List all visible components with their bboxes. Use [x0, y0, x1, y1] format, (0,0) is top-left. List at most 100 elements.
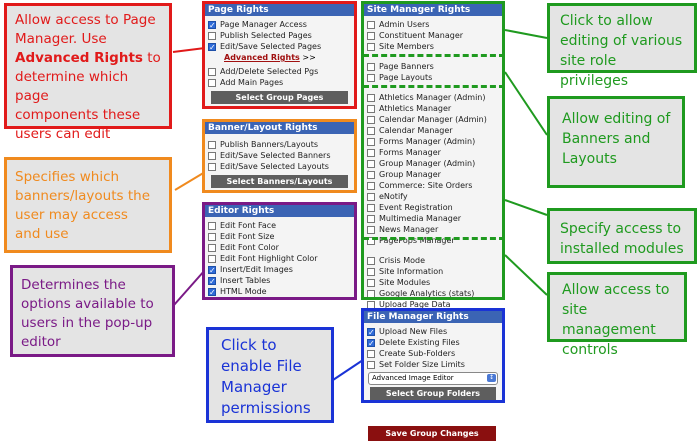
image-editor-select[interactable]: Advanced Image Editor↕: [368, 372, 498, 385]
checkbox-row[interactable]: Multimedia Manager: [364, 213, 502, 224]
checkbox-row[interactable]: Constituent Manager: [364, 30, 502, 41]
checkbox-row[interactable]: Publish Selected Pages: [205, 30, 354, 41]
select-group-folders-button[interactable]: Select Group Folders: [370, 387, 496, 400]
checkbox[interactable]: [208, 151, 216, 160]
checkbox-checked[interactable]: [367, 338, 375, 349]
checkbox[interactable]: [367, 42, 375, 51]
checkbox[interactable]: [208, 78, 216, 87]
checkbox[interactable]: [367, 104, 375, 113]
checkbox-row[interactable]: Group Manager (Admin): [364, 158, 502, 169]
select-group-pages-button[interactable]: Select Group Pages: [211, 91, 348, 104]
callout-bold-text: Advanced Rights: [15, 50, 143, 66]
checkbox[interactable]: [208, 243, 216, 252]
checkbox-row[interactable]: Edit Font Size: [205, 231, 354, 242]
checkbox-checked[interactable]: [208, 276, 216, 287]
checkbox[interactable]: [367, 62, 375, 71]
checkbox[interactable]: [208, 67, 216, 76]
checkbox[interactable]: [367, 225, 375, 234]
checkbox-row[interactable]: Publish Banners/Layouts: [205, 139, 354, 150]
checkbox-label: Insert/Edit Images: [220, 265, 293, 274]
callout-editor: Determines the options available to user…: [10, 265, 175, 357]
callout-text: controls: [562, 342, 618, 358]
checkbox-row[interactable]: Delete Existing Files: [364, 337, 502, 349]
checkbox-row[interactable]: Athletics Manager: [364, 103, 502, 114]
checkbox-row[interactable]: News Manager: [364, 224, 502, 235]
checkbox-checked[interactable]: [367, 327, 375, 338]
checkbox-row[interactable]: Calendar Manager: [364, 125, 502, 136]
checkbox-label: Admin Users: [379, 20, 430, 29]
checkbox-row[interactable]: Edit Font Color: [205, 242, 354, 253]
checkbox-row[interactable]: Edit/Save Selected Layouts: [205, 161, 354, 172]
site-manager-highlight: [361, 1, 505, 300]
checkbox[interactable]: [367, 278, 375, 287]
checkbox-row[interactable]: Add Main Pages: [205, 77, 354, 88]
checkbox-row[interactable]: Site Modules: [364, 277, 502, 288]
checkbox-row[interactable]: Page Layouts: [364, 72, 502, 83]
checkbox-checked[interactable]: [208, 265, 216, 276]
checkbox-row[interactable]: Admin Users: [364, 19, 502, 30]
checkbox[interactable]: [367, 20, 375, 29]
checkbox-row[interactable]: Add/Delete Selected Pgs: [205, 66, 354, 77]
checkbox-checked[interactable]: [208, 42, 216, 53]
checkbox[interactable]: [367, 181, 375, 190]
checkbox-row[interactable]: Edit/Save Selected Banners: [205, 150, 354, 161]
checkbox[interactable]: [367, 148, 375, 157]
checkbox-row[interactable]: Insert/Edit Images: [205, 264, 354, 276]
checkbox-label: Publish Banners/Layouts: [220, 140, 319, 149]
checkbox[interactable]: [367, 214, 375, 223]
checkbox-row[interactable]: eNotify: [364, 191, 502, 202]
checkbox-row[interactable]: Set Folder Size Limits: [364, 359, 502, 370]
checkbox[interactable]: [367, 159, 375, 168]
checkbox-row[interactable]: Group Manager: [364, 169, 502, 180]
checkbox-label: Site Information: [379, 267, 444, 276]
checkbox[interactable]: [367, 203, 375, 212]
callout-text: users in the pop-up: [21, 315, 153, 331]
checkbox-row[interactable]: Crisis Mode: [364, 255, 502, 266]
checkbox[interactable]: [208, 162, 216, 171]
checkbox-row[interactable]: Page Banners: [364, 61, 502, 72]
checkbox[interactable]: [208, 31, 216, 40]
checkbox-row[interactable]: Create Sub-Folders: [364, 348, 502, 359]
save-group-changes-button[interactable]: Save Group Changes: [368, 426, 496, 441]
checkbox[interactable]: [208, 221, 216, 230]
checkbox-row[interactable]: Site Members: [364, 41, 502, 52]
checkbox-label: Add Main Pages: [220, 78, 284, 87]
callout-text: components these: [15, 107, 141, 123]
checkbox[interactable]: [367, 349, 375, 358]
checkbox-row[interactable]: HTML Mode: [205, 286, 354, 298]
checkbox[interactable]: [367, 31, 375, 40]
checkbox[interactable]: [208, 140, 216, 149]
checkbox-row[interactable]: Edit Font Highlight Color: [205, 253, 354, 264]
checkbox[interactable]: [367, 126, 375, 135]
checkbox-row[interactable]: Commerce: Site Orders: [364, 180, 502, 191]
checkbox-row[interactable]: Insert Tables: [205, 275, 354, 287]
checkbox-checked[interactable]: [208, 20, 216, 31]
checkbox[interactable]: [208, 232, 216, 241]
advanced-rights-link[interactable]: Advanced Rights: [224, 53, 300, 62]
checkbox-checked[interactable]: [208, 287, 216, 298]
checkbox[interactable]: [367, 360, 375, 369]
checkbox[interactable]: [208, 254, 216, 263]
checkbox-row[interactable]: Edit Font Face: [205, 220, 354, 231]
checkbox[interactable]: [367, 192, 375, 201]
checkbox-row[interactable]: Athletics Manager (Admin): [364, 92, 502, 103]
callout-text: banners/layouts the: [15, 188, 150, 204]
checkbox-row[interactable]: Edit/Save Selected Pages: [205, 41, 354, 53]
checkbox[interactable]: [367, 93, 375, 102]
checkbox-row[interactable]: Forms Manager (Admin): [364, 136, 502, 147]
file-manager-highlight: [361, 308, 505, 403]
checkbox-row[interactable]: Event Registration: [364, 202, 502, 213]
callout-text: Allow editing of: [562, 111, 671, 127]
checkbox[interactable]: [367, 73, 375, 82]
checkbox[interactable]: [367, 137, 375, 146]
select-banners-layouts-button[interactable]: Select Banners/Layouts: [211, 175, 348, 188]
checkbox[interactable]: [367, 115, 375, 124]
checkbox[interactable]: [367, 256, 375, 265]
checkbox-row[interactable]: Forms Manager: [364, 147, 502, 158]
checkbox-row[interactable]: Upload New Files: [364, 326, 502, 338]
checkbox-row[interactable]: Page Manager Access: [205, 19, 354, 31]
checkbox[interactable]: [367, 170, 375, 179]
checkbox-row[interactable]: Calendar Manager (Admin): [364, 114, 502, 125]
checkbox-row[interactable]: Site Information: [364, 266, 502, 277]
checkbox[interactable]: [367, 267, 375, 276]
